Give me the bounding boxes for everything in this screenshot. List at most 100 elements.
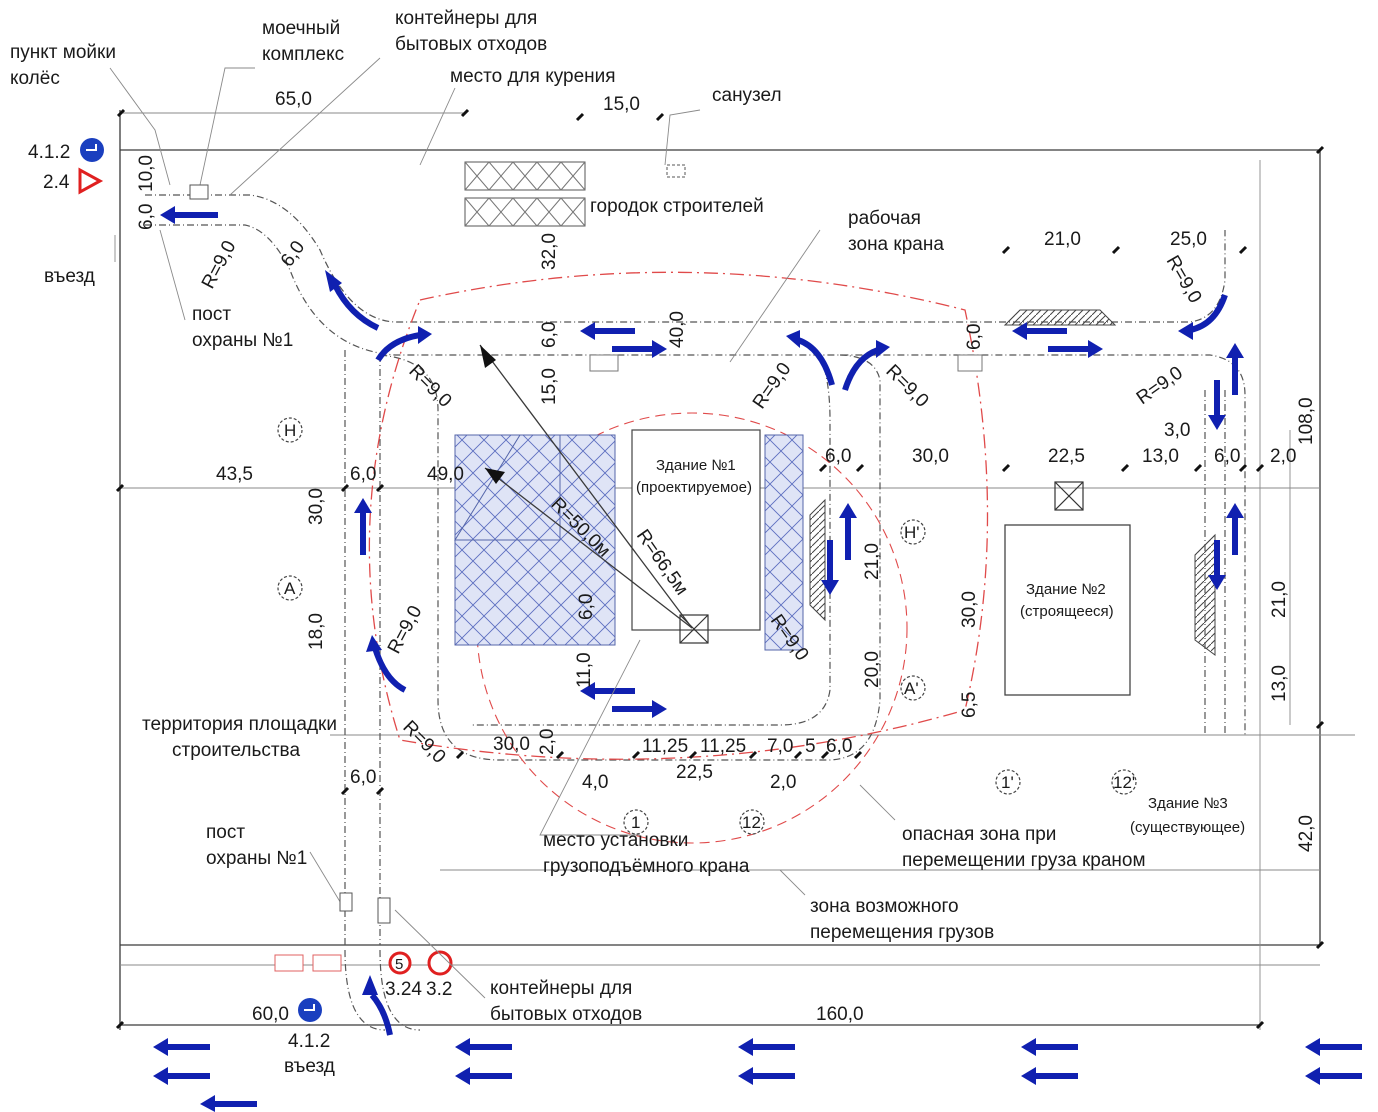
- dimension-label: R=9,0: [1162, 252, 1206, 307]
- dimension-label: 6,0: [825, 446, 851, 467]
- road-sign-bottom-red: 5 3.24 3.2: [385, 950, 453, 1000]
- builders-town: [464, 161, 586, 227]
- unloading-areas: [809, 309, 1216, 656]
- svg-text:12': 12': [1113, 773, 1135, 792]
- label-guard-top-2: охраны №1: [192, 330, 293, 351]
- svg-text:1: 1: [631, 813, 640, 832]
- dimension-label: 13,0: [1142, 446, 1179, 467]
- dimension-label: 6,5: [959, 692, 980, 718]
- site-boundary: [119, 110, 1355, 1030]
- sign-speed: 60,0: [252, 1004, 289, 1025]
- dimension-label: 6,0: [964, 324, 985, 350]
- arrow-icon: [1012, 322, 1067, 340]
- arrow-icon: [738, 1038, 795, 1056]
- dimension-label: R=9,0: [404, 361, 455, 412]
- label-building-2-status: (строящееся): [1020, 603, 1114, 620]
- label-crane-place-1: место установки: [543, 830, 688, 851]
- dimension-label: 15,0: [539, 368, 560, 405]
- dimension-label: 43,5: [216, 464, 253, 485]
- dimension-label: 10,0: [136, 155, 157, 192]
- label-wash-2: колёс: [10, 68, 60, 89]
- axis-marker: H': [900, 519, 926, 545]
- dimension-label: R=9,0: [398, 717, 449, 768]
- curved-arrow-icon: [1178, 293, 1228, 340]
- label-crane-zone-2: зона крана: [848, 234, 944, 255]
- dimension-label: 6,0: [826, 736, 852, 757]
- dimension-label: 20,0: [862, 651, 883, 688]
- arrow-icon: [839, 503, 857, 560]
- label-containers-top-1: контейнеры для: [395, 8, 537, 29]
- arrow-icon: [153, 1067, 210, 1085]
- dimension-label: R=9,0: [1133, 363, 1187, 410]
- svg-text:12: 12: [742, 813, 761, 832]
- dimension-label: 65,0: [275, 89, 312, 110]
- svg-text:H: H: [284, 421, 296, 440]
- arrow-icon: [1226, 343, 1244, 395]
- label-load-zone-1: зона возможного: [810, 896, 959, 917]
- sign-code-top-red: 2.4: [43, 172, 70, 193]
- svg-text:A': A': [904, 679, 919, 698]
- label-town: городок строителей: [590, 196, 764, 217]
- arrow-icon: [1208, 380, 1226, 430]
- label-guard-top-1: пост: [192, 304, 231, 325]
- dimension-label: 21,0: [862, 543, 883, 580]
- dimension-label: R=9,0: [198, 237, 241, 292]
- arrow-icon: [1048, 340, 1103, 358]
- axis-marker: A': [900, 675, 926, 701]
- dimension-label: R=9,0: [384, 602, 427, 657]
- label-wash-1: пункт мойки: [10, 42, 116, 63]
- curved-arrow-icon: [842, 340, 890, 391]
- arrow-icon: [153, 1038, 210, 1056]
- dimension-label: 2,0: [770, 772, 796, 793]
- dimension-label: 42,0: [1296, 815, 1317, 852]
- label-danger-zone-2: перемещении груза краном: [902, 850, 1146, 871]
- arrow-icon: [1305, 1038, 1362, 1056]
- axis-marker: 12: [739, 809, 765, 835]
- curved-arrow-icon: [362, 975, 393, 1036]
- dimension-label: 22,5: [1048, 446, 1085, 467]
- dimension-label: 2,0: [537, 729, 558, 755]
- crane-radius-lines: [479, 344, 693, 629]
- dimension-ticks: [115, 108, 1325, 1030]
- svg-text:1': 1': [1001, 773, 1014, 792]
- dimension-label: 15,0: [603, 94, 640, 115]
- dimension-label: 6,0: [350, 767, 376, 788]
- dimension-label: 7,0: [767, 736, 793, 757]
- arrow-icon: [455, 1038, 512, 1056]
- traffic-arrows: [160, 206, 1244, 1036]
- label-territory-1: территория площадки: [142, 714, 337, 735]
- dimension-label: 6,0: [1214, 446, 1240, 467]
- label-guard-bottom-1: пост: [206, 822, 245, 843]
- arrow-icon: [612, 700, 667, 718]
- curved-arrow-icon: [375, 326, 432, 362]
- dimension-label: 6,0: [136, 204, 157, 230]
- arrow-icon: [580, 682, 635, 700]
- label-building-3-status: (существующее): [1130, 819, 1245, 836]
- curved-arrow-icon: [786, 330, 835, 386]
- arrow-icon: [821, 540, 839, 595]
- label-building-1-status: (проектируемое): [636, 479, 752, 496]
- dimension-label: 49,0: [427, 464, 464, 485]
- arrow-icon: [200, 1095, 257, 1112]
- leader-lines: [109, 57, 896, 999]
- dimension-label: 5: [805, 736, 816, 757]
- label-building-3-name: Здание №3: [1148, 795, 1228, 812]
- road-sign-top-blue: 4.1.2: [28, 138, 104, 163]
- arrow-icon: [1305, 1067, 1362, 1085]
- sign-code-3-2: 3.2: [426, 979, 452, 1000]
- label-containers-bottom-1: контейнеры для: [490, 978, 632, 999]
- axis-marker: H: [277, 417, 303, 443]
- dimension-label: 21,0: [1269, 581, 1290, 618]
- building-2: [1004, 481, 1131, 696]
- dimension-label: 3,0: [1164, 420, 1190, 441]
- callout-labels: пункт мойки колёс моечный комплекс конте…: [10, 8, 1245, 1077]
- arrow-icon: [1021, 1038, 1078, 1056]
- dimension-label: 160,0: [816, 1004, 864, 1025]
- road-sign-bottom-blue: 60,0 4.1.2: [252, 998, 330, 1052]
- dimension-label: 11,25: [642, 736, 688, 757]
- street-traffic: [153, 1038, 1362, 1112]
- dimension-label: 30,0: [493, 734, 530, 755]
- dimension-label: 11,25: [700, 736, 746, 757]
- axis-markers: H A H' A' 1 12 1' 12': [277, 417, 1137, 835]
